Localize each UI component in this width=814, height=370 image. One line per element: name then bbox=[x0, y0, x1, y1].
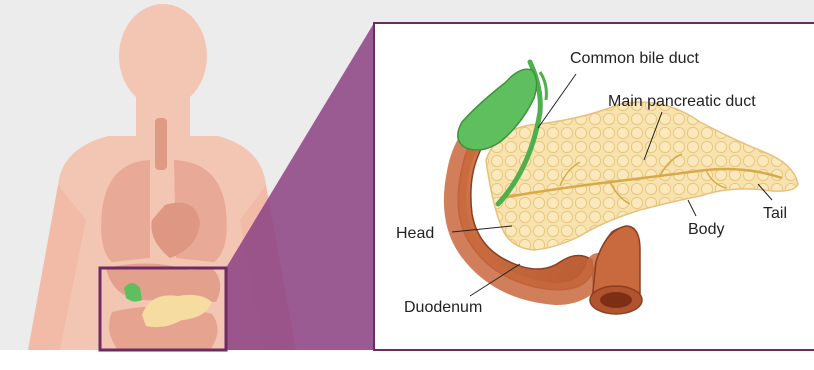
label-body: Body bbox=[688, 221, 724, 238]
label-head: Head bbox=[396, 225, 434, 242]
label-common-bile-duct: Common bile duct bbox=[570, 50, 700, 67]
label-duodenum: Duodenum bbox=[404, 299, 482, 316]
label-main-pancreatic-duct: Main pancreatic duct bbox=[608, 93, 756, 110]
label-tail: Tail bbox=[763, 205, 787, 222]
